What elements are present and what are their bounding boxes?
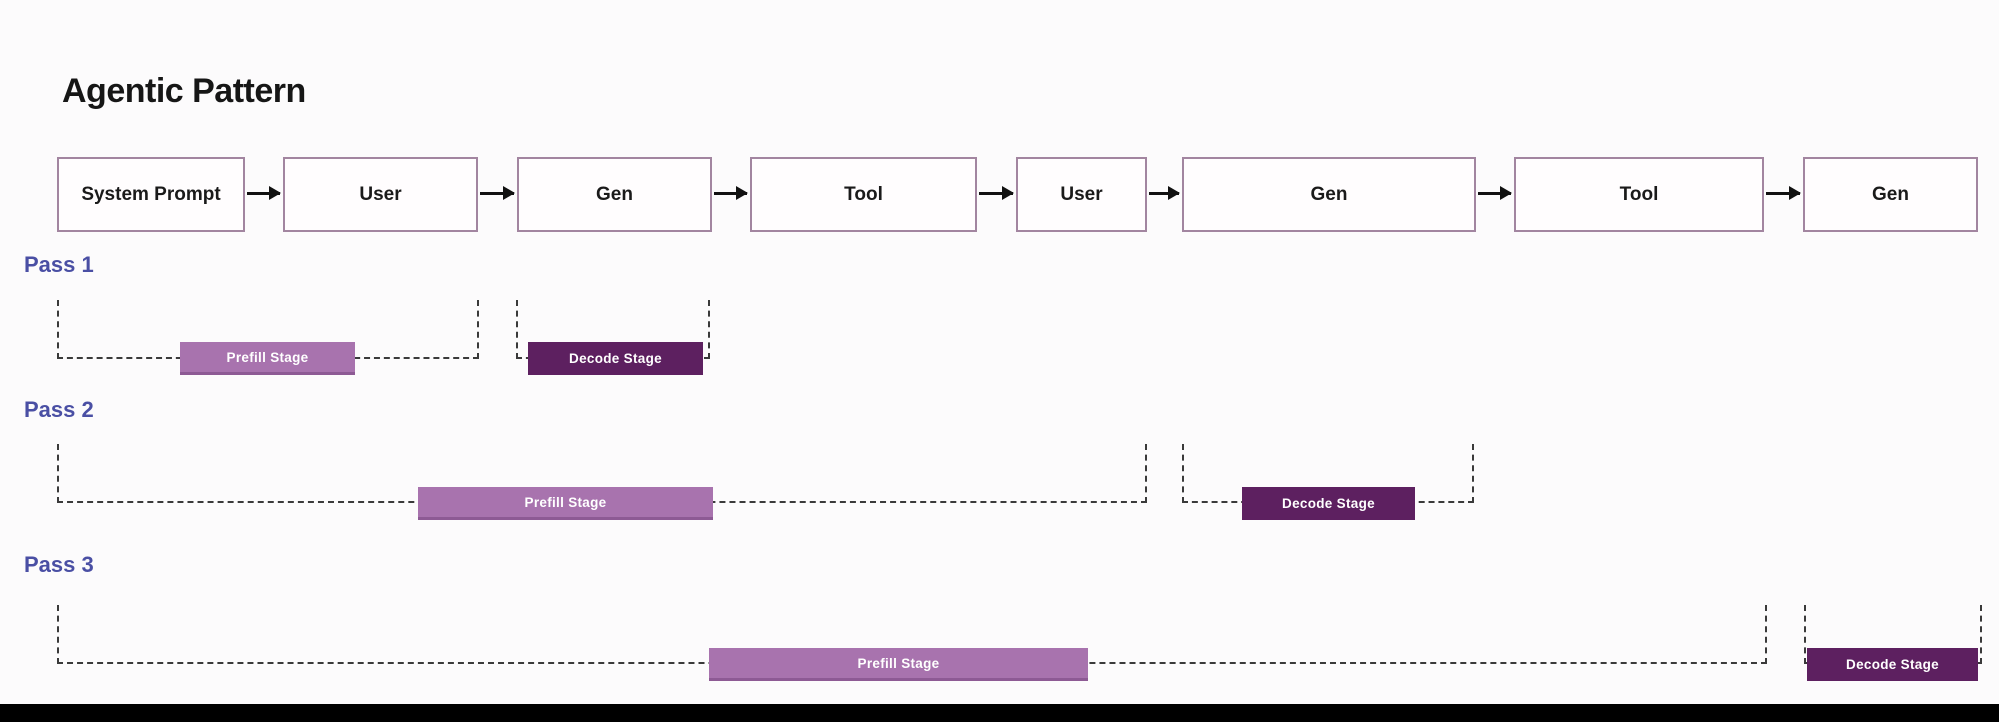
pass-2-prefill-stage-bar: Prefill Stage — [418, 487, 713, 520]
flow-box-tool-2: Tool — [1514, 157, 1764, 232]
pass-2-decode-stage-bar: Decode Stage — [1242, 487, 1415, 520]
pass-1-prefill-stage-bar: Prefill Stage — [180, 342, 355, 375]
flow-box-label: Tool — [1619, 183, 1659, 205]
pass-2-label: Pass 2 — [24, 397, 94, 422]
stage-bar-label: Decode Stage — [1846, 657, 1939, 672]
stage-bar-label: Decode Stage — [569, 351, 662, 366]
flow-box-gen-3: Gen — [1803, 157, 1978, 232]
flow-box-system-prompt: System Prompt — [57, 157, 245, 232]
flow-box-user-1: User — [283, 157, 478, 232]
flow-box-tool-1: Tool — [750, 157, 977, 232]
flow-box-label: User — [1060, 183, 1103, 205]
pass-1-label: Pass 1 — [24, 252, 94, 277]
flow-box-label: User — [359, 183, 402, 205]
flow-box-label: Gen — [596, 183, 633, 205]
bottom-letterbox-band — [0, 704, 1999, 722]
stage-bar-label: Prefill Stage — [226, 349, 309, 365]
pass-3-prefill-stage-bar: Prefill Stage — [709, 648, 1088, 681]
flow-box-label: Tool — [844, 183, 883, 205]
arrow-right-icon — [979, 186, 1014, 200]
arrow-right-icon — [1149, 186, 1180, 200]
stage-bar-label: Prefill Stage — [857, 655, 940, 671]
arrow-right-icon — [480, 186, 515, 200]
flow-box-gen-1: Gen — [517, 157, 712, 232]
pass-1-decode-stage-bar: Decode Stage — [528, 342, 703, 375]
flow-box-label: Gen — [1310, 183, 1348, 205]
stage-bar-label: Decode Stage — [1282, 496, 1375, 511]
arrow-right-icon — [714, 186, 748, 200]
flow-box-label: Gen — [1872, 183, 1909, 205]
pass-3-decode-stage-bar: Decode Stage — [1807, 648, 1978, 681]
arrow-right-icon — [1478, 186, 1512, 200]
flow-box-label: System Prompt — [81, 183, 221, 205]
flow-box-gen-2: Gen — [1182, 157, 1476, 232]
flow-box-user-2: User — [1016, 157, 1147, 232]
stage-bar-label: Prefill Stage — [524, 494, 607, 510]
diagram-title: Agentic Pattern — [62, 72, 306, 110]
arrow-right-icon — [247, 186, 281, 200]
arrow-right-icon — [1766, 186, 1801, 200]
pass-3-label: Pass 3 — [24, 552, 94, 577]
